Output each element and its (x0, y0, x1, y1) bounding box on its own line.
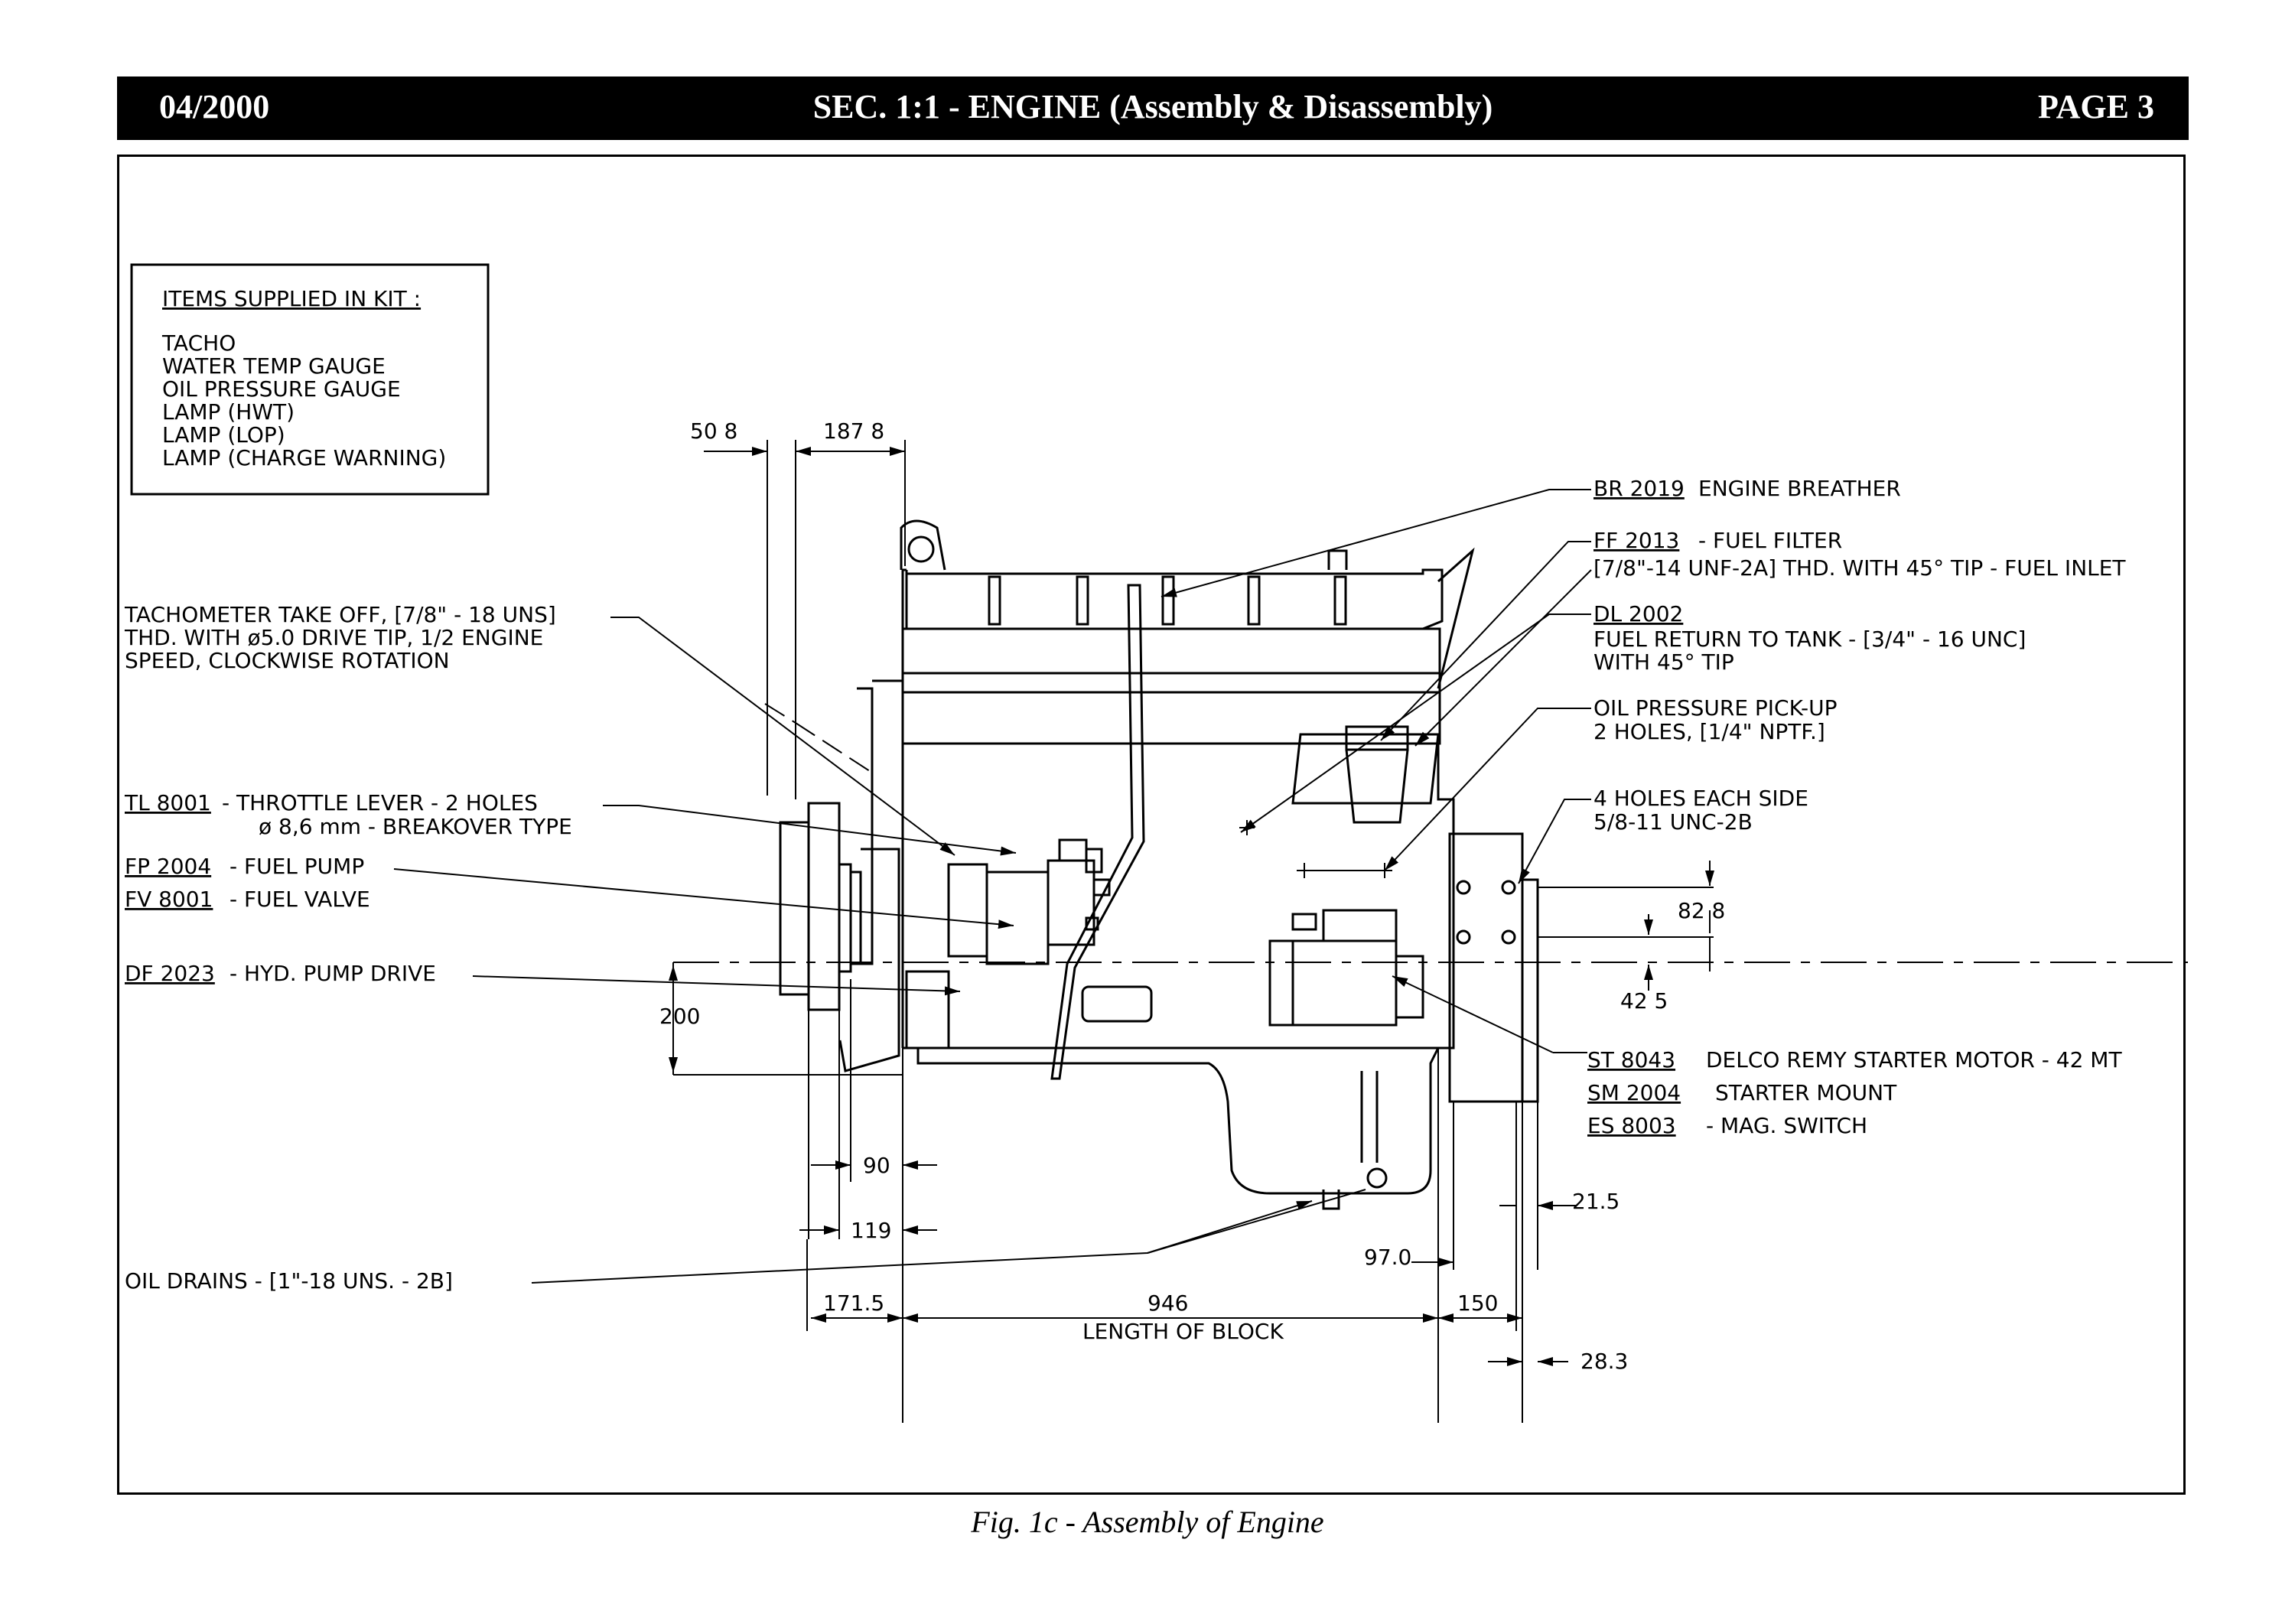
dim-28-3: 28.3 (1580, 1349, 1628, 1374)
oil-drains-label: OIL DRAINS - [1"-18 UNS. - 2B] (125, 1268, 453, 1294)
tacho-label-line1: TACHOMETER TAKE OFF, [7/8" - 18 UNS] (124, 602, 556, 627)
fuel-pump-label: - FUEL PUMP (230, 854, 364, 879)
fuel-filter-label-line2: [7/8"-14 UNF-2A] THD. WITH 45° TIP - FUE… (1593, 555, 2126, 581)
figure-caption: Fig. 1c - Assembly of Engine (971, 1505, 1324, 1539)
header-page-number: PAGE 3 (2038, 88, 2154, 125)
dim-42-5: 42 5 (1620, 988, 1668, 1014)
throttle-code: TL 8001 (124, 790, 211, 815)
fuel-valve-label: - FUEL VALVE (230, 887, 370, 912)
header-section-title: SEC. 1:1 - ENGINE (Assembly & Disassembl… (812, 88, 1493, 125)
oil-pressure-label-line1: OIL PRESSURE PICK-UP (1593, 695, 1838, 721)
starter-mount-code: SM 2004 (1587, 1080, 1681, 1105)
dim-97-0: 97.0 (1364, 1245, 1411, 1270)
dim-50-8: 50 8 (690, 418, 737, 444)
mag-switch-label: - MAG. SWITCH (1706, 1113, 1867, 1138)
kit-box (130, 263, 490, 496)
kit-item: LAMP (CHARGE WARNING) (162, 445, 446, 470)
dimension-lines (669, 440, 1714, 1423)
dim-82-8: 82 8 (1678, 898, 1725, 923)
dim-150: 150 (1457, 1290, 1498, 1316)
fuel-valve-code: FV 8001 (125, 887, 213, 912)
kit-title: ITEMS SUPPLIED IN KIT : (162, 286, 421, 311)
oil-pressure-label-line2: 2 HOLES, [1/4" NPTF.] (1593, 719, 1825, 744)
dim-90: 90 (863, 1153, 890, 1178)
starter-code: ST 8043 (1587, 1047, 1675, 1072)
dim-21-5: 21.5 (1572, 1189, 1620, 1214)
breather-code: BR 2019 (1593, 476, 1685, 501)
hyd-pump-code: DF 2023 (125, 961, 215, 986)
dim-length-of-block: LENGTH OF BLOCK (1082, 1319, 1284, 1344)
dim-200: 200 (659, 1004, 700, 1029)
dim-119: 119 (851, 1218, 891, 1243)
fuel-return-code: DL 2002 (1593, 601, 1683, 626)
breather-label: ENGINE BREATHER (1698, 476, 1901, 501)
kit-item: LAMP (HWT) (162, 399, 295, 425)
fuel-pump-code: FP 2004 (125, 854, 211, 879)
dim-171-5: 171.5 (823, 1290, 884, 1316)
holes-label-line1: 4 HOLES EACH SIDE (1593, 786, 1808, 811)
starter-label: DELCO REMY STARTER MOTOR - 42 MT (1706, 1047, 2122, 1072)
kit-item: TACHO (161, 330, 236, 356)
drawing-frame (117, 155, 2186, 1495)
oil-pickup-marks (1239, 820, 1392, 878)
leader-lines (393, 489, 1592, 1284)
kit-item: WATER TEMP GAUGE (162, 353, 386, 379)
fuel-return-label-line2: WITH 45° TIP (1593, 649, 1734, 675)
header-date: 04/2000 (159, 88, 270, 125)
tacho-label-line3: SPEED, CLOCKWISE ROTATION (125, 648, 450, 673)
dim-946: 946 (1148, 1290, 1188, 1316)
tacho-label-line2: THD. WITH ø5.0 DRIVE TIP, 1/2 ENGINE (124, 625, 543, 650)
dim-187-8: 187 8 (823, 418, 884, 444)
throttle-label-line2: ø 8,6 mm - BREAKOVER TYPE (259, 814, 572, 839)
hyd-pump-label: - HYD. PUMP DRIVE (230, 961, 436, 986)
fuel-return-label-line1: FUEL RETURN TO TANK - [3/4" - 16 UNC] (1593, 626, 2026, 652)
holes-label-line2: 5/8-11 UNC-2B (1593, 809, 1753, 835)
kit-item: OIL PRESSURE GAUGE (162, 376, 401, 402)
starter-mount-label: STARTER MOUNT (1715, 1080, 1897, 1105)
header-bar: 04/2000 SEC. 1:1 - ENGINE (Assembly & Di… (117, 76, 2189, 140)
mag-switch-code: ES 8003 (1587, 1113, 1676, 1138)
kit-item: LAMP (LOP) (162, 422, 285, 447)
engine-outline (779, 519, 1539, 1210)
fuel-filter-label: - FUEL FILTER (1698, 528, 1842, 553)
fuel-filter-code: FF 2013 (1593, 528, 1679, 553)
throttle-label: - THROTTLE LEVER - 2 HOLES (222, 790, 538, 815)
